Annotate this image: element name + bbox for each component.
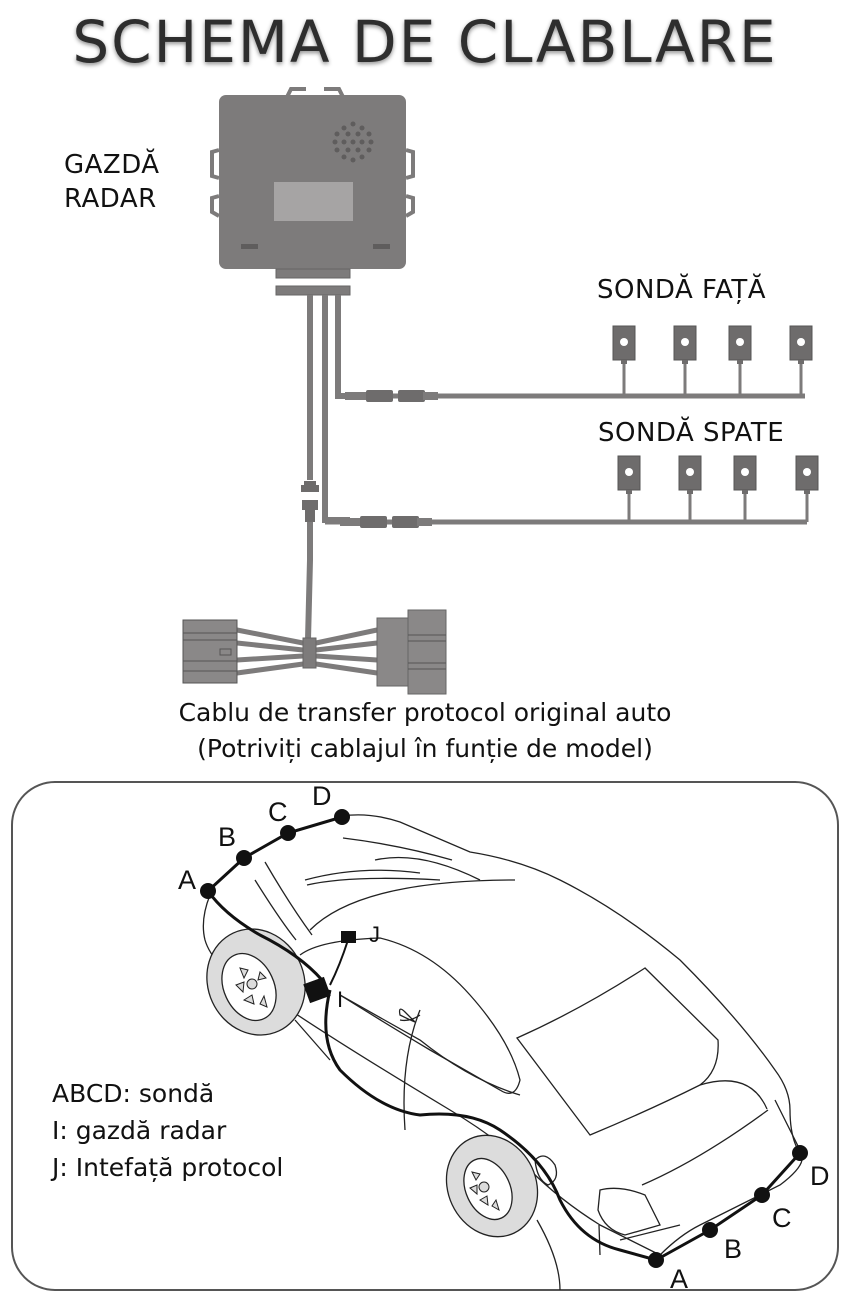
legend-item-interface: J: Intefață protocol [52, 1153, 284, 1182]
legend: ABCD: sondă I: gazdă radar J: Intefață p… [52, 1075, 283, 1186]
probe-sensor-icon [620, 338, 628, 346]
radar-host-label-line1: GAZDĂ [64, 150, 160, 180]
radar-host-slot-left [241, 244, 258, 249]
harness-plug-right [376, 609, 447, 695]
probe-sensor-icon [686, 468, 694, 476]
front-probe-label: SONDĂ FAȚĂ [597, 275, 767, 305]
front-probe [612, 325, 636, 396]
front-probe [728, 325, 752, 396]
cable-caption-line2: (Potriviți cablajul în funție de model) [197, 734, 653, 763]
oem-harness [182, 609, 447, 695]
cable-caption-line1: Cablu de transfer protocol original auto [178, 698, 672, 727]
front-probe-bus [338, 390, 805, 402]
legend-item-host: I: gazdă radar [52, 1116, 227, 1145]
front-bus-connector-male [366, 390, 393, 402]
probe-sensor-icon [797, 338, 805, 346]
rear-bus-connector-male [360, 516, 387, 528]
probe-sensor-icon [681, 338, 689, 346]
rear-probe [733, 455, 757, 522]
front-probe [673, 325, 697, 396]
radar-host-label: GAZDĂ RADAR [64, 148, 160, 216]
rear-probe-label: SONDĂ SPATE [598, 418, 785, 448]
rear-probe [617, 455, 641, 522]
legend-item-probe: ABCD: sondă [52, 1079, 215, 1108]
rear-probes [617, 455, 819, 522]
radar-host-unit [210, 87, 415, 218]
rear-probe [678, 455, 702, 522]
harness-plug-left [182, 619, 238, 684]
protocol-cable-connector [301, 481, 319, 522]
radar-host-connector-bottom [275, 285, 351, 296]
probe-sensor-icon [625, 468, 633, 476]
radar-host-slot-right [373, 244, 390, 249]
probe-sensor-icon [736, 338, 744, 346]
probe-sensor-icon [741, 468, 749, 476]
wiring-diagram [182, 87, 819, 695]
front-bus-connector-female [398, 390, 425, 402]
front-probe [789, 325, 813, 396]
radar-host-connector-top [275, 268, 351, 279]
rear-probe-bus [325, 516, 807, 528]
rear-bus-connector-female [392, 516, 419, 528]
page-title: SCHEMA DE CLABLARE [72, 8, 778, 76]
host-cables [305, 295, 360, 641]
rear-probe [795, 455, 819, 522]
harness-splice [302, 637, 317, 669]
probe-sensor-icon [803, 468, 811, 476]
radar-host-label-line2: RADAR [64, 184, 157, 214]
cable-caption: Cablu de transfer protocol original auto… [0, 695, 850, 767]
car-installation-panel [11, 781, 839, 1291]
front-probes [612, 325, 813, 396]
speaker-grille-icon [332, 121, 374, 163]
radar-host-display [274, 182, 353, 221]
